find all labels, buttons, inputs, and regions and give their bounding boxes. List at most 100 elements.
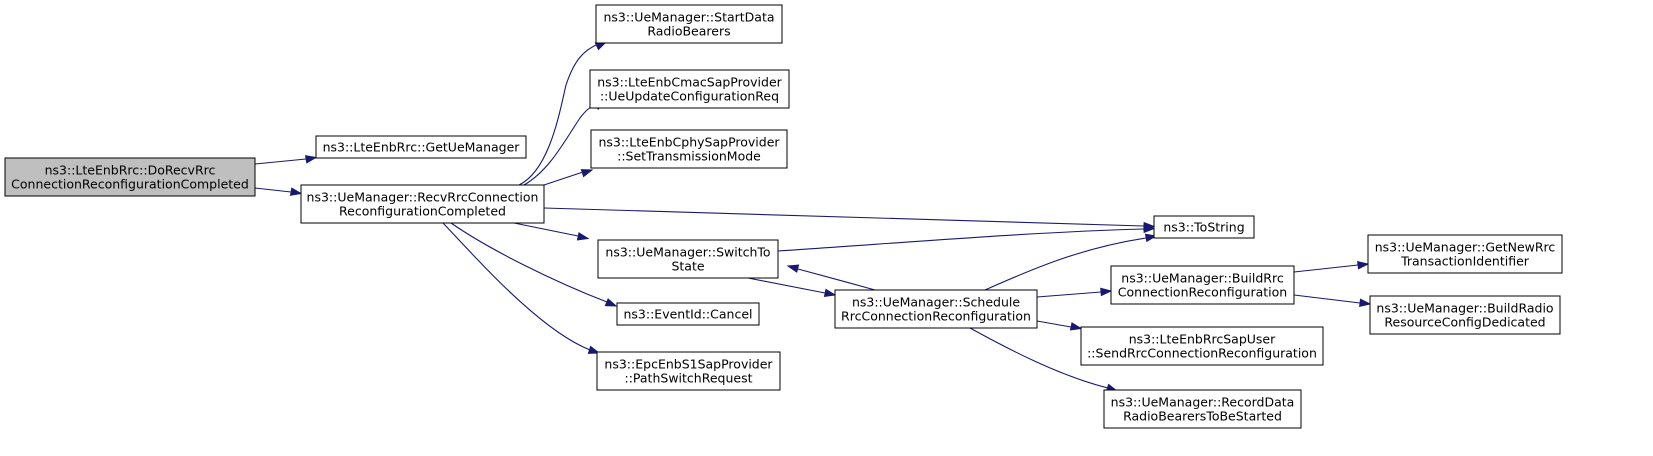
node-label-line: ns3::UeManager::BuildRrc [1121, 271, 1284, 286]
node-label-line: ns3::ToString [1163, 220, 1244, 235]
edge-line [543, 207, 1145, 227]
arrowhead [289, 187, 303, 196]
edge-n2-to-n7 [450, 222, 618, 307]
edge-n2-to-n8 [442, 222, 601, 354]
node-label-line: ns3::LteEnbRrc::DoRecvRrc [45, 163, 216, 178]
edge-line [254, 158, 307, 165]
edge-line [797, 268, 876, 291]
arrowhead [576, 232, 590, 241]
node-box [1367, 234, 1563, 274]
arrowhead [823, 288, 837, 298]
function-node[interactable]: ns3::EpcEnbS1SapProvider::PathSwitchRequ… [596, 351, 781, 391]
function-node[interactable]: ns3::UeManager::RecvRrcConnectionReconfi… [300, 184, 545, 224]
node-box [616, 302, 760, 326]
edge-line [450, 222, 608, 303]
node-label-line: ns3::UeManager::BuildRadio [1376, 301, 1553, 316]
function-node[interactable]: ns3::EventId::Cancel [616, 302, 760, 326]
node-label-line: ::UeUpdateConfigurationReq [600, 89, 779, 104]
node-label-line: ns3::UeManager::RecvRrcConnection [307, 190, 539, 205]
node-label-line: RadioBearersToBeStarted [1123, 409, 1282, 424]
node-box [834, 289, 1038, 329]
node-label-line: ns3::UeManager::Schedule [852, 295, 1020, 310]
node-box [595, 4, 783, 44]
node-label-line: ResourceConfigDedicated [1384, 315, 1545, 330]
arrowhead [1144, 233, 1158, 243]
function-node[interactable]: ns3::LteEnbRrcSapUser::SendRrcConnection… [1080, 326, 1324, 366]
function-node[interactable]: ns3::ToString [1153, 215, 1255, 239]
function-node[interactable]: ns3::UeManager::BuildRrcConnectionReconf… [1110, 265, 1295, 305]
nodes-layer: ns3::LteEnbRrc::DoRecvRrcConnectionRecon… [4, 4, 1563, 429]
node-box [1369, 295, 1561, 335]
edge-n0-to-n1 [254, 155, 318, 165]
node-box [596, 351, 781, 391]
node-label-line: ns3::UeManager::GetNewRrc [1375, 240, 1556, 255]
arrowhead [304, 155, 318, 164]
edge-n10-to-n12 [1036, 320, 1083, 331]
node-label-line: ns3::EpcEnbS1SapProvider [604, 357, 773, 372]
node-label-line: ns3::UeManager::SwitchTo [605, 245, 770, 260]
arrowhead [604, 298, 618, 307]
edge-line [1036, 291, 1102, 298]
function-node[interactable]: ns3::LteEnbRrc::GetUeManager [315, 135, 527, 159]
arrowhead [587, 345, 601, 354]
node-label-line: ConnectionReconfigurationCompleted [11, 177, 249, 192]
node-label-line: TransactionIdentifier [1400, 254, 1530, 269]
edge-n11-to-n15 [1293, 294, 1372, 307]
edge-n11-to-n14 [1293, 261, 1370, 273]
arrowhead [580, 169, 594, 178]
function-node[interactable]: ns3::UeManager::RecordDataRadioBearersTo… [1103, 389, 1302, 429]
edge-line [984, 237, 1147, 291]
arrowhead [1357, 261, 1370, 270]
node-box [597, 239, 779, 279]
node-label-line: ns3::UeManager::RecordData [1111, 395, 1295, 410]
node-label-line: ::SetTransmissionMode [617, 149, 761, 164]
edge-n0-to-n2 [254, 187, 303, 196]
edge-line [442, 222, 591, 351]
node-label-line: ::SendRrcConnectionReconfiguration [1087, 346, 1317, 361]
node-box [590, 129, 788, 169]
node-label-line: ns3::LteEnbRrc::GetUeManager [323, 140, 521, 155]
node-label-line: ReconfigurationCompleted [339, 204, 506, 219]
function-node[interactable]: ns3::LteEnbCphySapProvider::SetTransmiss… [590, 129, 788, 169]
node-label-line: RrcConnectionReconfiguration [841, 309, 1031, 324]
node-label-line: State [671, 259, 704, 274]
edge-line [777, 228, 1145, 252]
edge-line [969, 327, 1109, 389]
node-label-line: ns3::LteEnbCmacSapProvider [597, 75, 782, 90]
edge-line [543, 171, 584, 186]
edge-line [513, 222, 579, 237]
function-node[interactable]: ns3::UeManager::GetNewRrcTransactionIden… [1367, 234, 1563, 274]
edge-n6-to-n9 [777, 224, 1156, 252]
edge-line [518, 43, 599, 186]
node-box [589, 69, 790, 109]
node-box [315, 135, 527, 159]
node-label-line: ns3::EventId::Cancel [623, 307, 752, 322]
node-box [1103, 389, 1302, 429]
arrowhead [1143, 224, 1156, 234]
edge-line [254, 187, 292, 193]
function-node[interactable]: ns3::LteEnbCmacSapProvider::UeUpdateConf… [589, 69, 790, 109]
function-node[interactable]: ns3::UeManager::ScheduleRrcConnectionRec… [834, 289, 1038, 329]
node-box [300, 184, 545, 224]
edge-line [1293, 294, 1361, 304]
node-label-line: ns3::LteEnbRrcSapUser [1129, 332, 1276, 347]
node-label-line: ns3::LteEnbCphySapProvider [598, 135, 780, 150]
root-function-node: ns3::LteEnbRrc::DoRecvRrcConnectionRecon… [4, 157, 256, 197]
edge-line [1036, 320, 1072, 328]
edge-n2-to-n6 [513, 222, 590, 241]
node-box [4, 157, 256, 197]
node-label-line: ::PathSwitchRequest [625, 371, 753, 386]
node-box [1110, 265, 1295, 305]
edge-n10-to-n11 [1036, 287, 1113, 298]
node-box [1080, 326, 1324, 366]
function-node[interactable]: ns3::UeManager::BuildRadioResourceConfig… [1369, 295, 1561, 335]
arrowhead [1359, 298, 1372, 307]
edge-n10-to-n6 [786, 264, 876, 291]
edge-n6-to-n10 [747, 277, 837, 298]
arrowhead [786, 264, 800, 273]
arrowhead [1100, 287, 1113, 297]
edge-line [1293, 264, 1359, 273]
